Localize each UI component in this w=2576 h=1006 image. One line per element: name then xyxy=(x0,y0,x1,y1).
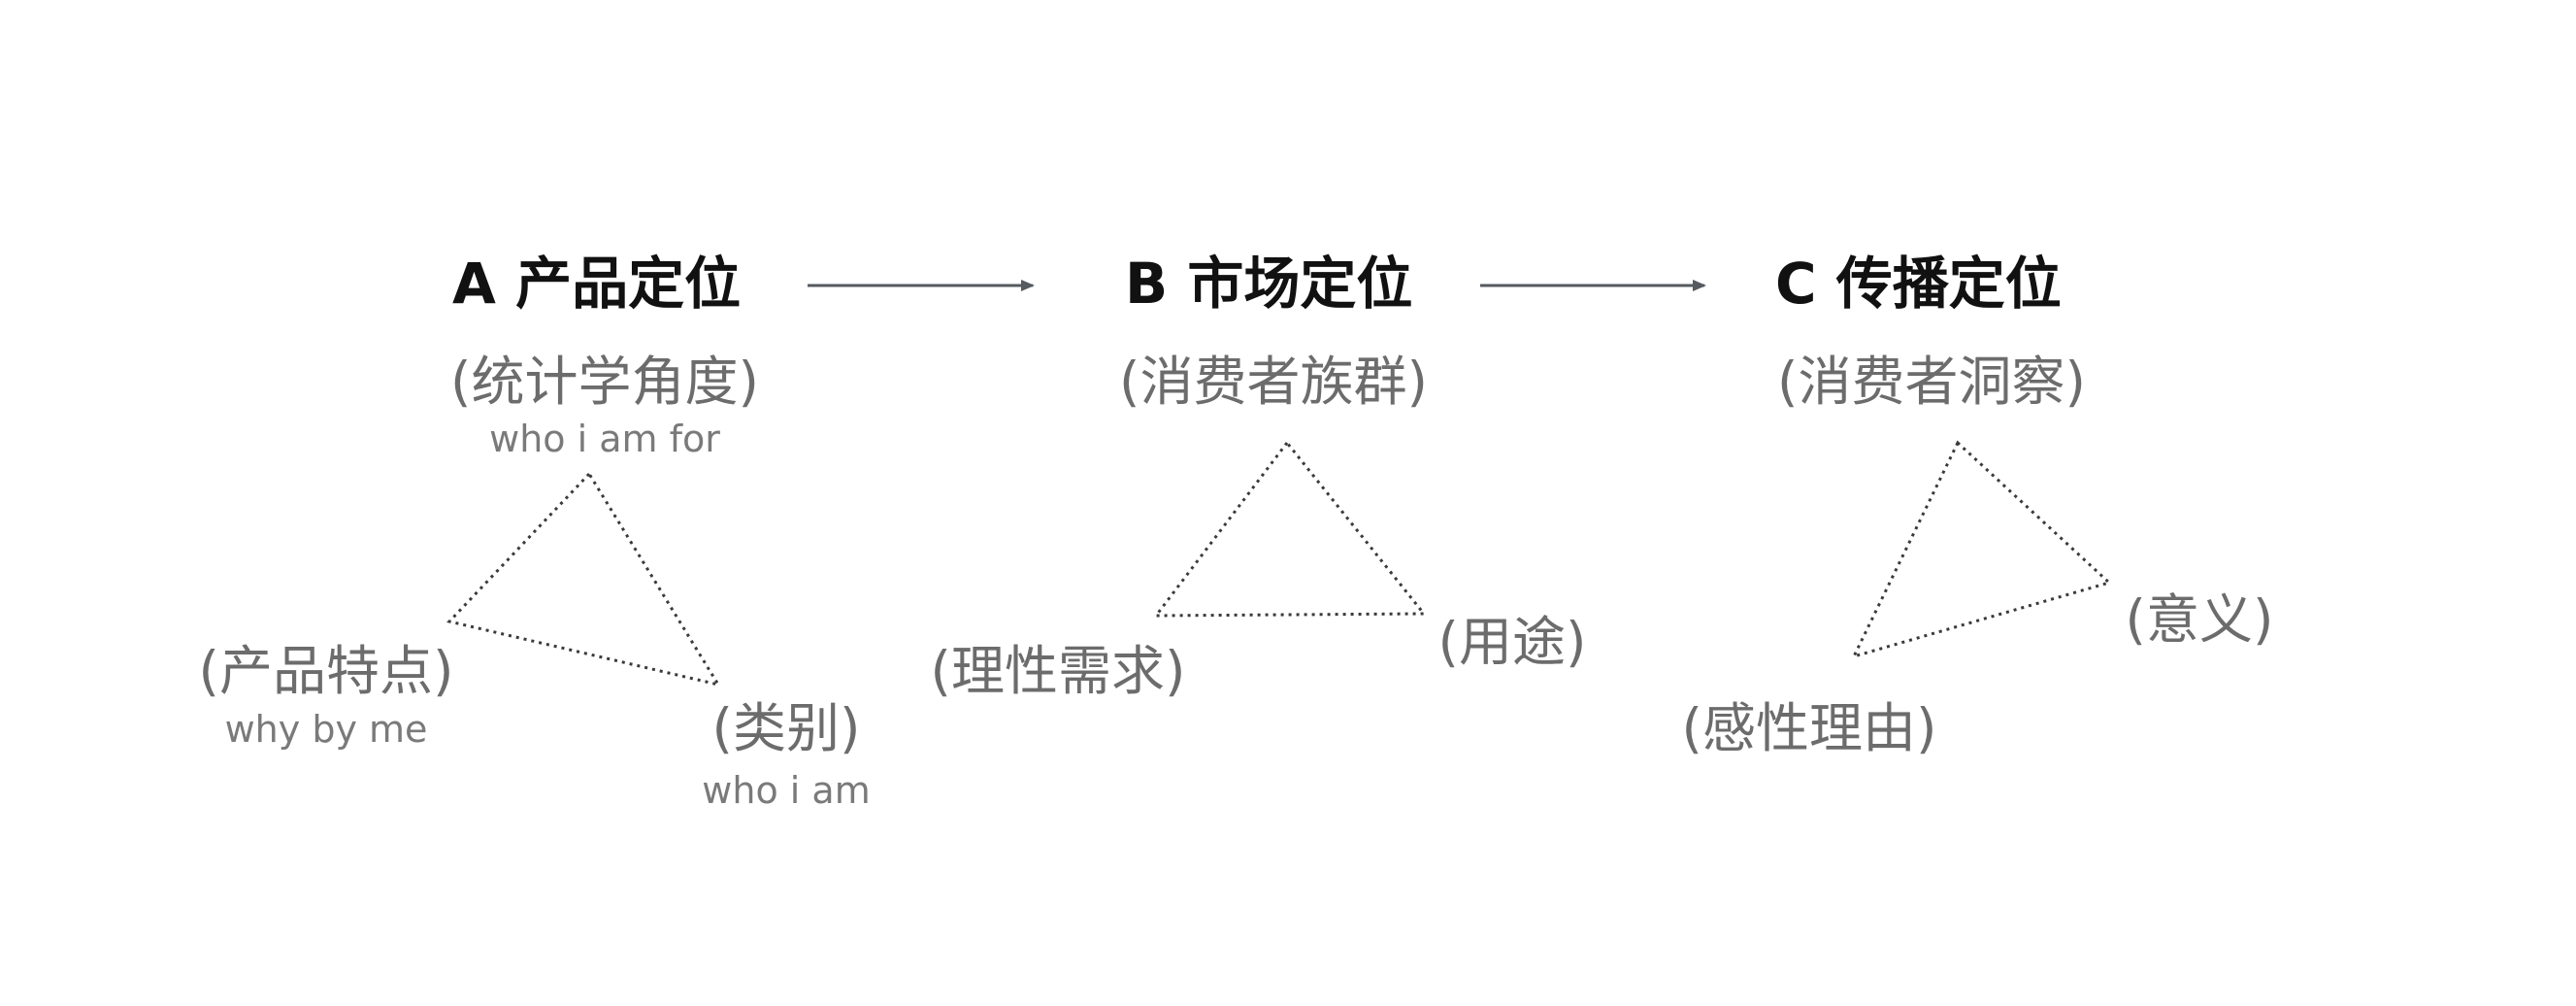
stage-b-vertex-rational-needs: (理性需求) xyxy=(930,640,1186,702)
stage-c-subtitle: (消费者洞察) xyxy=(1777,351,2086,413)
triangle-a xyxy=(446,471,722,687)
stage-c-title: C 传播定位 xyxy=(1775,251,2062,317)
stage-a-vertex-category-en: who i am xyxy=(702,769,871,812)
stage-a-subtitle-en: who i am for xyxy=(489,418,720,460)
stage-c-vertex-meaning: (意义) xyxy=(2125,588,2274,651)
stage-a-vertex-product-features-en: why by me xyxy=(224,708,428,751)
stage-a-vertex-product-features: (产品特点) xyxy=(198,640,454,702)
stage-b-vertex-usage: (用途) xyxy=(1437,611,1587,673)
stage-a-subtitle: (统计学角度) xyxy=(450,351,759,413)
stage-b-title: B 市场定位 xyxy=(1125,251,1413,317)
stage-c-vertex-emotional-reason: (感性理由) xyxy=(1681,697,1937,759)
triangle-b xyxy=(1152,440,1428,618)
stage-a-vertex-category: (类别) xyxy=(711,697,861,759)
stage-b-subtitle: (消费者族群) xyxy=(1119,351,1428,413)
stage-a-title: A 产品定位 xyxy=(452,251,742,317)
triangle-c xyxy=(1851,440,2112,659)
